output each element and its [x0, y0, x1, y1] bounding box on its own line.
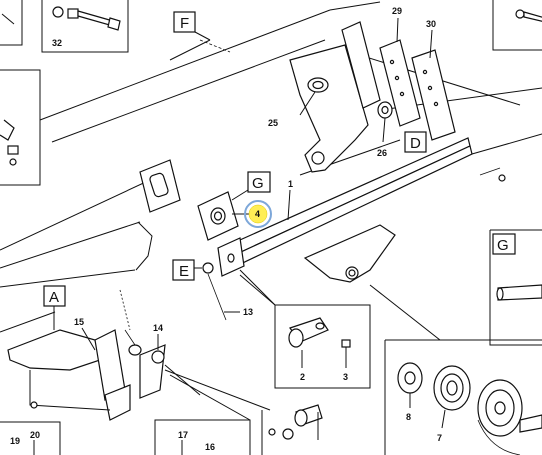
callout-3: 3 [343, 372, 348, 382]
view-label-E: E [172, 259, 202, 281]
view-label-G-top: G [231, 171, 271, 201]
callout-29: 29 [392, 6, 402, 16]
inset-frame-bottom-parts [261, 404, 323, 455]
inset-frame-bracket-2-3: 2 3 [239, 269, 371, 389]
inset-frame-top-right [492, 0, 542, 51]
callout-14: 14 [153, 323, 163, 333]
inset-frame-bolt-32: 32 [41, 0, 129, 53]
view-label-D: D [404, 131, 427, 153]
callout-15: 15 [74, 317, 84, 327]
callout-7: 7 [437, 433, 442, 443]
view-label-A: A [43, 285, 66, 330]
inset-frame-left [0, 69, 41, 186]
pin-13: 13 [202, 262, 253, 321]
svg-text:G: G [252, 175, 264, 192]
callout-8: 8 [406, 412, 411, 422]
inset-frame-top-left [0, 0, 23, 46]
view-label-F: F [173, 11, 211, 41]
callout-2: 2 [300, 372, 305, 382]
inset-frame-G-shaft: G [489, 229, 542, 346]
callout-26: 26 [377, 148, 387, 158]
washer-26: 26 [377, 101, 393, 158]
svg-text:F: F [180, 15, 189, 32]
callout-20: 20 [30, 430, 40, 440]
callout-16: 16 [205, 442, 215, 452]
bracket-plate-29: 29 [341, 6, 421, 127]
linkage-assembly-A: 15 14 [0, 289, 271, 421]
callout-32: 32 [52, 38, 62, 48]
callout-1: 1 [288, 179, 293, 189]
callout-25: 25 [268, 118, 278, 128]
callout-4-highlight[interactable]: 4 [244, 200, 272, 228]
cover-plate-30: 30 [411, 19, 456, 141]
guide-rail-1: 1 [217, 133, 542, 283]
svg-text:D: D [410, 135, 421, 152]
svg-text:G: G [497, 237, 509, 254]
inset-frame-19-20: 19 20 [0, 421, 61, 455]
svg-text:E: E [179, 263, 189, 280]
callout-17: 17 [178, 430, 188, 440]
callout-4: 4 [255, 209, 260, 219]
slot-plate [139, 159, 181, 213]
callout-19: 19 [10, 436, 20, 446]
inset-frame-17-16: 17 16 [154, 419, 251, 455]
flange-bushing-4 [197, 191, 250, 241]
mounting-plate-25: 25 [268, 44, 369, 173]
callout-13: 13 [243, 307, 253, 317]
inset-frame-roller-7-8: 8 7 [369, 284, 542, 455]
svg-text:A: A [49, 289, 59, 306]
callout-30: 30 [426, 19, 436, 29]
